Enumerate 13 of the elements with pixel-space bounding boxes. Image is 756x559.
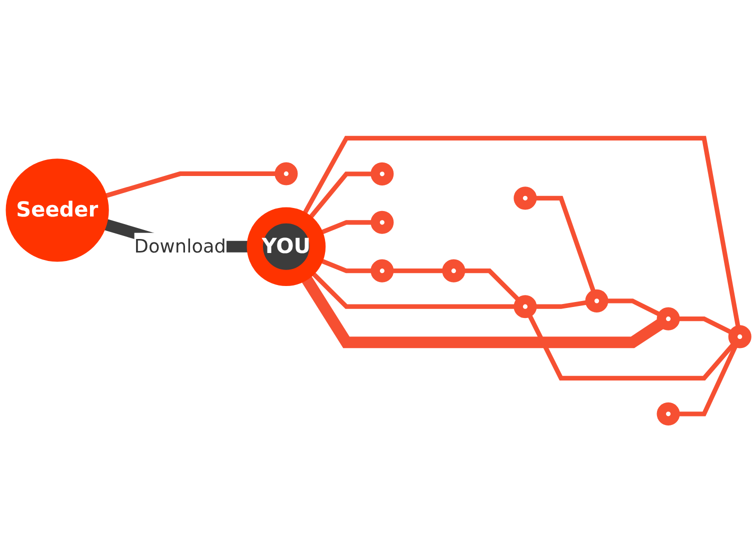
node-circle (274, 162, 298, 186)
node-circle (656, 402, 680, 426)
node-circle (585, 289, 608, 312)
node-circle (728, 325, 752, 348)
node-circle (514, 295, 537, 318)
node-circle (442, 259, 466, 282)
edge-label: Download (134, 235, 226, 257)
node-circle (370, 259, 394, 282)
node-circle (656, 307, 680, 330)
node-circle (370, 162, 394, 186)
node-circle: Seeder (6, 158, 109, 262)
node-circle (514, 186, 537, 210)
node-circle (370, 210, 394, 234)
